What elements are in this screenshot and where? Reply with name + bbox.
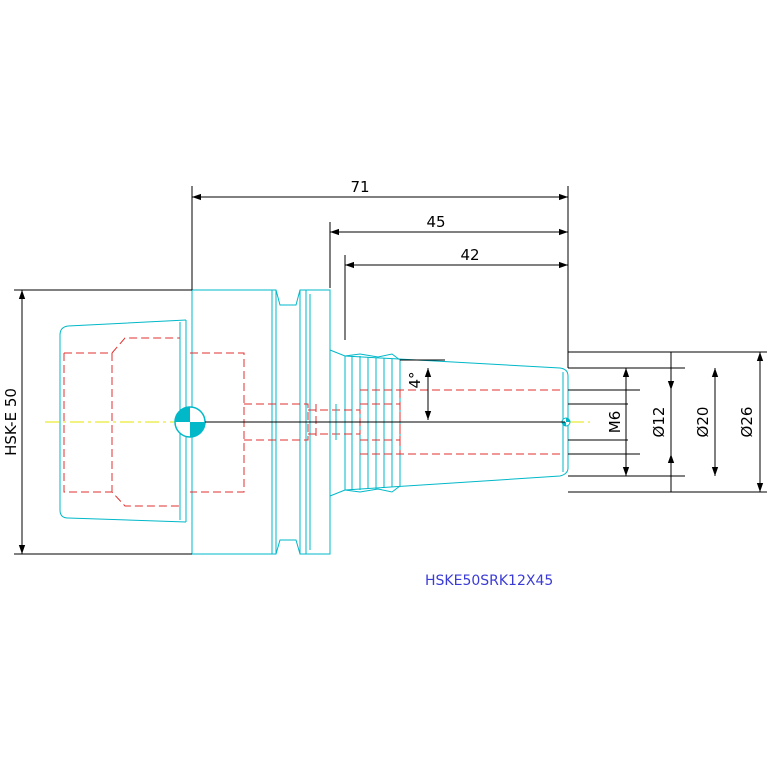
dim-45-text: 45	[426, 213, 445, 231]
tip-mark-icon	[561, 417, 571, 427]
dim-m6-text: M6	[606, 411, 624, 434]
center-mark-icon	[174, 406, 206, 438]
dim-71-text: 71	[350, 178, 369, 196]
dim-hsk-text: HSK-E 50	[2, 388, 20, 456]
shrink-body	[329, 349, 569, 497]
dim-d12-text: Ø12	[650, 407, 668, 438]
dim-d20-text: Ø20	[694, 407, 712, 438]
dim-42-text: 42	[460, 246, 479, 264]
dim-angle-text: 4°	[406, 371, 424, 388]
dimensions	[14, 186, 767, 555]
part-number-label: HSKE50SRK12X45	[425, 573, 553, 589]
dim-d26-text: Ø26	[738, 407, 756, 438]
hsk-shank	[59, 319, 187, 523]
